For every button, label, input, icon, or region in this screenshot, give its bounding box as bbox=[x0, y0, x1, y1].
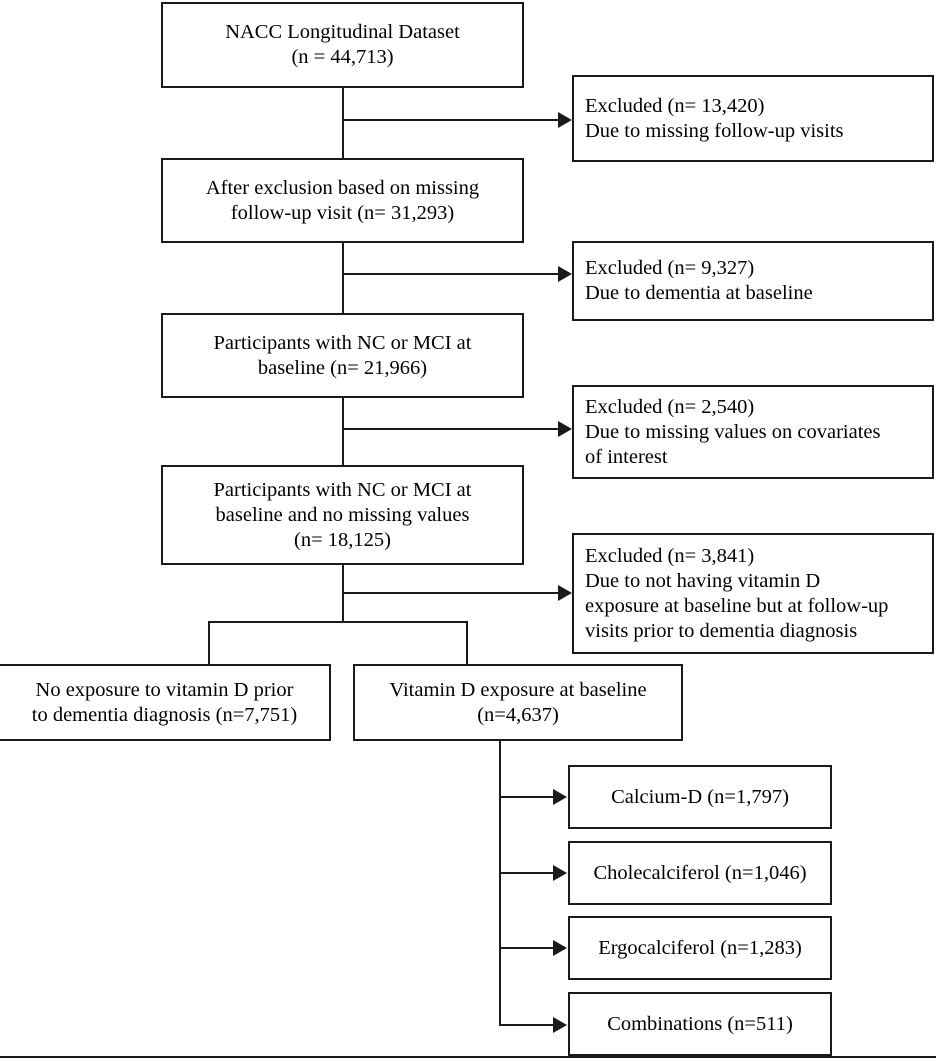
node-nc-or-mci-no-missing: Participants with NC or MCI at baseline … bbox=[161, 465, 524, 565]
node-exposure-line-2: (n=4,637) bbox=[477, 703, 559, 726]
connector-to-combinations bbox=[499, 1024, 555, 1026]
node-exposure-line-1: Vitamin D exposure at baseline bbox=[389, 678, 647, 701]
connector-to-exclusion-1 bbox=[342, 119, 560, 121]
node-after-exclusion-line-2: follow-up visit (n= 31,293) bbox=[230, 201, 455, 224]
node-calcium-d: Calcium-D (n=1,797) bbox=[568, 765, 832, 829]
node-cholecalciferol: Cholecalciferol (n=1,046) bbox=[568, 841, 832, 905]
connector-split-left-leg bbox=[208, 621, 210, 665]
node-excl1-line-2: Due to missing follow-up visits bbox=[585, 119, 844, 142]
node-nacc-dataset-line-1: NACC Longitudinal Dataset bbox=[225, 21, 460, 43]
node-excl4-line-4: visits prior to dementia diagnosis bbox=[585, 619, 858, 642]
connector-to-ergocalciferol bbox=[499, 947, 555, 949]
arrowhead-cholecalciferol bbox=[553, 865, 567, 881]
node-excl4-line-1: Excluded (n= 3,841) bbox=[585, 544, 755, 567]
connector-split-bar bbox=[208, 621, 468, 623]
connector-exposure-trunk bbox=[499, 740, 501, 1026]
arrowhead-exclusion-2 bbox=[558, 266, 572, 282]
node-excl4-line-3: exposure at baseline but at follow-up bbox=[585, 594, 889, 617]
arrowhead-ergocalciferol bbox=[553, 940, 567, 956]
node-nc-mci-nomiss-line-1: Participants with NC or MCI at bbox=[213, 478, 472, 501]
node-excl4-line-2: Due to not having vitamin D bbox=[585, 569, 821, 592]
connector-to-exclusion-2 bbox=[342, 273, 560, 275]
node-nc-mci-nomiss-line-2: baseline and no missing values bbox=[215, 503, 470, 526]
connector-box3-to-box4 bbox=[342, 398, 344, 465]
bottom-rule bbox=[0, 1056, 936, 1058]
connector-box2-to-box3 bbox=[342, 243, 344, 313]
node-excl3-line-3: of interest bbox=[585, 445, 668, 468]
arrowhead-calcium-d bbox=[553, 789, 567, 805]
node-excl2-line-1: Excluded (n= 9,327) bbox=[585, 257, 755, 279]
node-excluded-dementia-baseline: Excluded (n= 9,327) Due to dementia at b… bbox=[572, 241, 934, 321]
connector-box4-to-split bbox=[342, 565, 344, 623]
connector-to-exclusion-3 bbox=[342, 428, 560, 430]
node-excluded-no-vitamin-d-baseline: Excluded (n= 3,841) Due to not having vi… bbox=[572, 533, 934, 654]
arrowhead-exclusion-4 bbox=[558, 585, 572, 601]
connector-box1-to-box2 bbox=[342, 88, 344, 158]
node-combinations-line-1: Combinations (n=511) bbox=[607, 1012, 793, 1035]
node-excl2-line-2: Due to dementia at baseline bbox=[585, 282, 813, 304]
arrowhead-combinations bbox=[553, 1017, 567, 1033]
connector-split-right-leg bbox=[466, 621, 468, 665]
node-calcium-d-line-1: Calcium-D (n=1,797) bbox=[611, 785, 789, 808]
node-nacc-dataset: NACC Longitudinal Dataset (n = 44,713) bbox=[161, 2, 524, 88]
node-vitamin-d-exposure-baseline: Vitamin D exposure at baseline (n=4,637) bbox=[353, 664, 683, 741]
node-nc-mci-line-2: baseline (n= 21,966) bbox=[257, 356, 428, 379]
node-combinations: Combinations (n=511) bbox=[568, 992, 832, 1056]
node-after-exclusion-line-1: After exclusion based on missing bbox=[205, 176, 480, 199]
node-no-exposure-line-1: No exposure to vitamin D prior bbox=[35, 678, 294, 701]
node-no-exposure-vitamin-d: No exposure to vitamin D prior to dement… bbox=[0, 664, 331, 741]
node-nacc-dataset-line-2: (n = 44,713) bbox=[291, 46, 394, 68]
arrowhead-exclusion-1 bbox=[558, 112, 572, 128]
node-excl1-line-1: Excluded (n= 13,420) bbox=[585, 94, 765, 117]
node-no-exposure-line-2: to dementia diagnosis (n=7,751) bbox=[31, 703, 298, 726]
node-nc-mci-nomiss-line-3: (n= 18,125) bbox=[294, 528, 391, 551]
connector-to-cholecalciferol bbox=[499, 872, 555, 874]
node-excluded-missing-covariates: Excluded (n= 2,540) Due to missing value… bbox=[572, 385, 934, 479]
arrowhead-exclusion-3 bbox=[558, 421, 572, 437]
node-nc-mci-line-1: Participants with NC or MCI at bbox=[213, 331, 472, 354]
node-cholecalciferol-line-1: Cholecalciferol (n=1,046) bbox=[593, 861, 807, 884]
node-ergocalciferol-line-1: Ergocalciferol (n=1,283) bbox=[598, 936, 802, 959]
node-excluded-missing-followup: Excluded (n= 13,420) Due to missing foll… bbox=[572, 75, 934, 162]
node-excl3-line-2: Due to missing values on covariates bbox=[585, 420, 881, 443]
connector-to-calcium-d bbox=[499, 796, 555, 798]
node-after-exclusion-missing-followup: After exclusion based on missing follow-… bbox=[161, 158, 524, 243]
node-ergocalciferol: Ergocalciferol (n=1,283) bbox=[568, 916, 832, 980]
node-nc-or-mci-baseline: Participants with NC or MCI at baseline … bbox=[161, 313, 524, 398]
node-excl3-line-1: Excluded (n= 2,540) bbox=[585, 395, 755, 418]
connector-to-exclusion-4 bbox=[342, 592, 560, 594]
